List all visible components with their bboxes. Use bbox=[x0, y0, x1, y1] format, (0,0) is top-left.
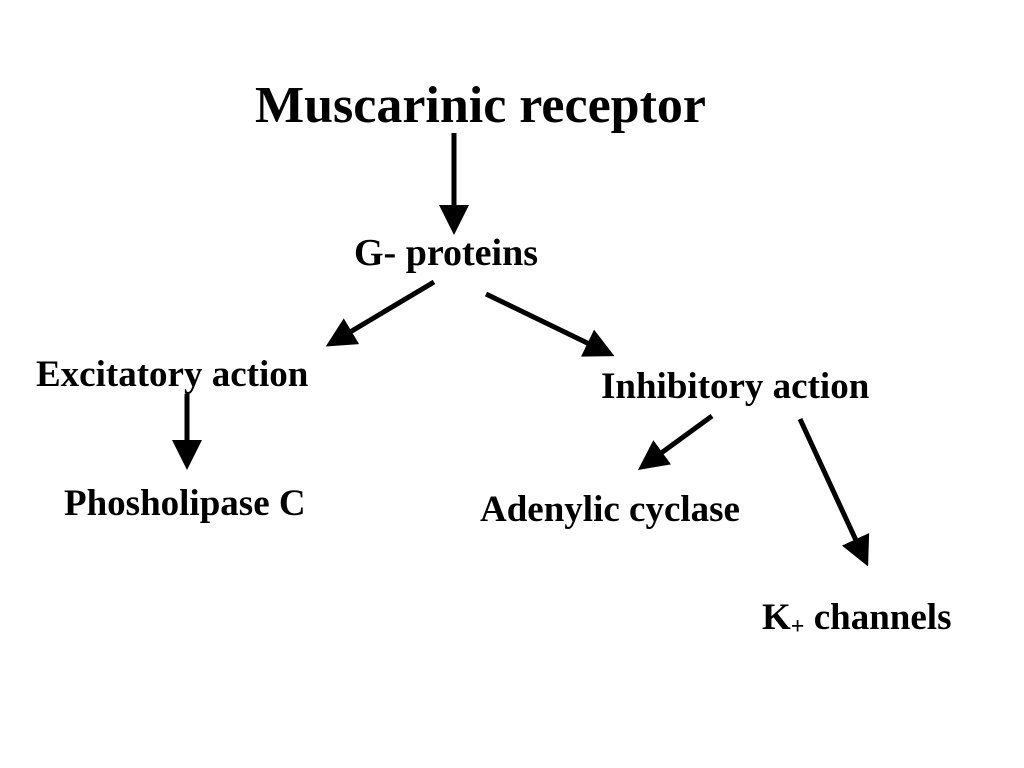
node-muscarinic-receptor: Muscarinic receptor bbox=[255, 77, 706, 134]
arrow-gproteins-to-inhibitory bbox=[484, 291, 615, 357]
arrow-gproteins-to-excitatory bbox=[325, 279, 436, 347]
arrow-inhibitory-to-kchannels bbox=[797, 417, 870, 567]
arrow-inhibitory-to-adenylic bbox=[637, 413, 714, 470]
node-adenylic-cyclase: Adenylic cyclase bbox=[480, 489, 740, 530]
k-plus-subscript: + bbox=[790, 614, 805, 640]
channels-label: channels bbox=[804, 597, 952, 638]
node-k-channels: K+ channels bbox=[762, 597, 952, 639]
node-excitatory-action: Excitatory action bbox=[36, 354, 309, 395]
node-phospholipase-c: Phosholipase C bbox=[64, 483, 306, 524]
node-g-proteins: G- proteins bbox=[354, 232, 539, 274]
k-symbol: K bbox=[762, 597, 791, 638]
node-inhibitory-action: Inhibitory action bbox=[601, 366, 870, 407]
